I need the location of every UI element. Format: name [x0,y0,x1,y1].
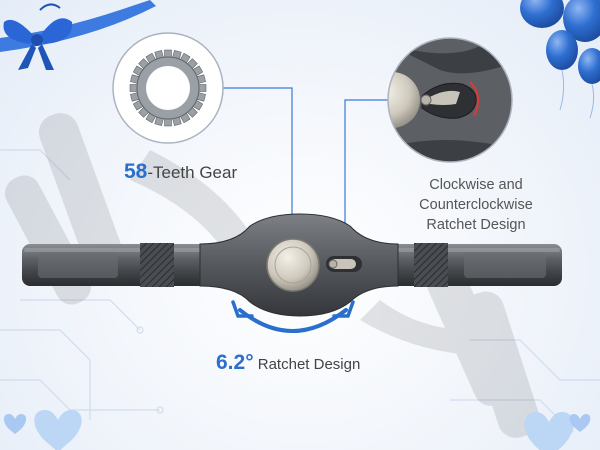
ratchet-angle-text: Ratchet Design [253,356,361,373]
heart-icon [3,410,591,450]
gift-ribbon-icon [0,0,156,70]
gear-icon [129,49,207,127]
ratchet-angle-label: 6.2° Ratchet Design [216,351,360,375]
direction-line-3: Ratchet Design [426,217,526,233]
gear-inset [112,32,224,144]
circuit-pattern [0,149,600,434]
ghost-handle-right [360,264,540,438]
tap-wrench [22,213,562,317]
ratchet-switch-icon [420,81,480,119]
balloons-icon [520,0,600,119]
knurl-grip-right [414,243,448,287]
ratchet-angle-number: 6.2° [216,351,254,374]
direction-switch [326,256,362,272]
gear-teeth-text: -Teeth Gear [147,163,238,182]
knurl-grip-left [140,243,174,287]
gear-teeth-number: 58 [124,160,148,183]
ratchet-switch-inset [387,37,513,163]
direction-label: Clockwise and Counterclockwise Ratchet D… [384,175,568,235]
direction-line-1: Clockwise and [429,177,523,193]
rotate-arrow-icon [231,300,355,333]
direction-line-2: Counterclockwise [419,197,533,213]
gear-teeth-label: 58-Teeth Gear [124,160,237,184]
